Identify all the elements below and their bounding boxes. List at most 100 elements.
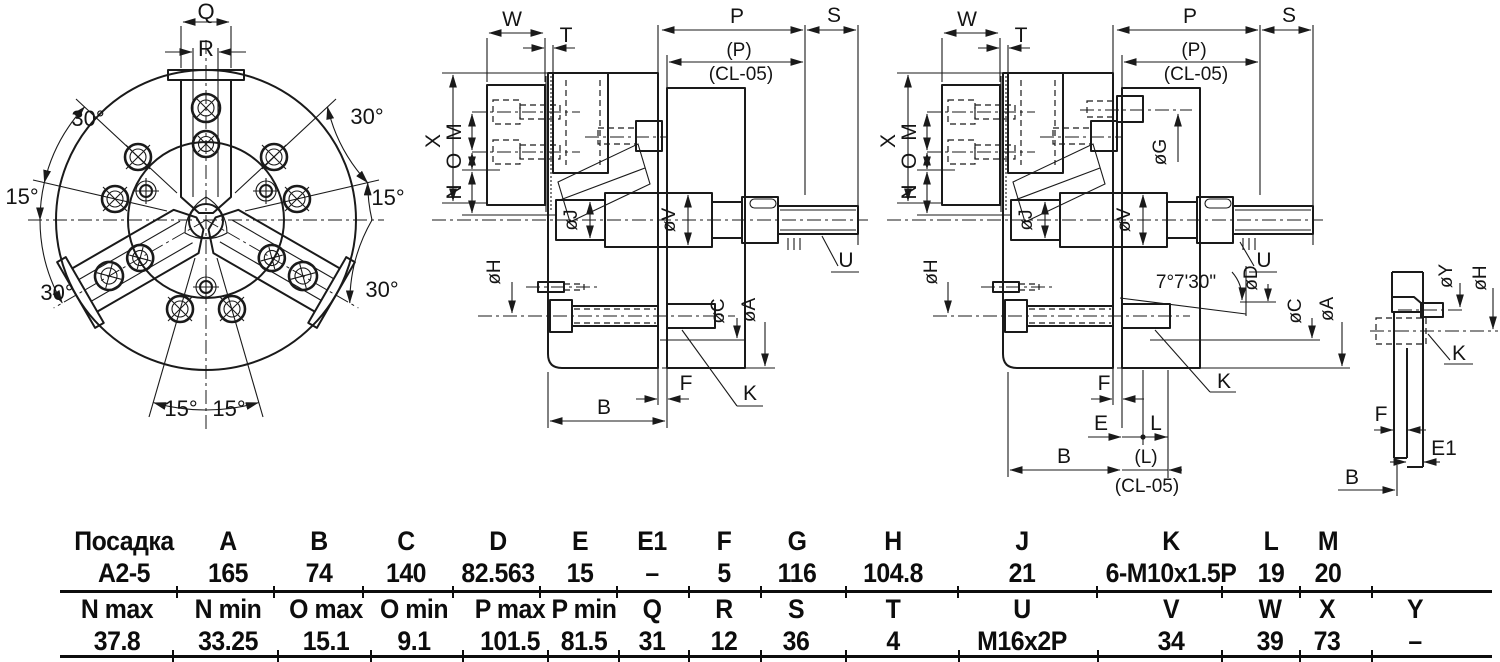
- g2-value-s: 36: [782, 626, 810, 656]
- g2-value-v: 34: [1157, 626, 1185, 656]
- dim-label-m: M: [443, 123, 466, 141]
- dim-label-b3: B: [1345, 466, 1359, 489]
- g1-value-g: 116: [777, 558, 817, 588]
- dim-label-n2: N: [898, 184, 921, 199]
- section-view-direct-mount: W T P S (P) (CL-05) X M O N øJ øV øH øC …: [422, 4, 869, 429]
- g1-header-k: K: [1162, 526, 1180, 556]
- g2-value-pmin: 81.5: [560, 626, 608, 656]
- dim-label-taper-angle: 7°7'30": [1156, 272, 1216, 293]
- dim-label-dh: øH: [484, 259, 505, 284]
- dim-label-u: U: [838, 249, 853, 272]
- front-view: Q R 30° 15° 30° 30° 15° 30° 15° 15°: [5, 0, 405, 432]
- g1-header-j: J: [1015, 526, 1029, 556]
- dim-label-dj: øJ: [561, 209, 582, 230]
- dim-label-w: W: [502, 8, 522, 31]
- dim-label-w2: W: [957, 8, 977, 31]
- g1-value-a: 165: [207, 558, 249, 588]
- g2-value-x: 73: [1313, 626, 1341, 656]
- g2-header-pmin: P min: [551, 594, 617, 624]
- dim-label-b2: B: [1057, 445, 1071, 468]
- g1-header-h: H: [884, 526, 902, 556]
- dim-label-f2: F: [1098, 372, 1111, 395]
- section-view-adapter-mount: W T P S (P) (CL-05) X M O N øJ øV øG øH …: [877, 4, 1350, 497]
- g1-value-d: 82.563: [461, 558, 535, 588]
- dim-label-e: E: [1094, 412, 1108, 435]
- angle-15-left: 15°: [5, 184, 38, 209]
- dim-label-f: F: [680, 372, 693, 395]
- g1-header-c: C: [397, 526, 415, 556]
- g1-value-k: 6-M10x1.5P: [1105, 558, 1237, 588]
- dim-label-dj2: øJ: [1016, 209, 1037, 230]
- detail-view: øY øH K F E1 B: [1338, 264, 1498, 496]
- angle-15-right: 15°: [371, 185, 404, 210]
- g2-header-omax: O max: [289, 594, 363, 624]
- dim-label-dg: øG: [1150, 139, 1171, 165]
- dim-label-dh3: øH: [1470, 265, 1491, 290]
- g1-header-d: D: [489, 526, 507, 556]
- g2-value-t: 4: [886, 626, 900, 656]
- g1-header-a: A: [219, 526, 237, 556]
- g2-header-v: V: [1162, 594, 1180, 624]
- g2-value-u: M16x2P: [977, 626, 1067, 656]
- g2-header-y: Y: [1406, 594, 1424, 624]
- g1-value-e1: –: [645, 558, 659, 588]
- dim-label-n: N: [443, 184, 466, 199]
- g2-header-x: X: [1318, 594, 1336, 624]
- dim-label-r: R: [198, 36, 214, 61]
- g2-value-pmax: 101.5: [480, 626, 540, 656]
- g2-header-w: W: [1258, 594, 1282, 624]
- dim-label-l: L: [1150, 412, 1162, 435]
- dim-label-p2: P: [1183, 5, 1197, 28]
- g1-value-l: 19: [1257, 558, 1285, 588]
- angle-30-top-right: 30°: [350, 104, 383, 129]
- dim-label-dh2: øH: [921, 259, 942, 284]
- g2-header-pmax: P max: [474, 594, 546, 624]
- g1-value-b: 74: [305, 558, 333, 588]
- g2-value-r: 12: [710, 626, 738, 656]
- dim-label-k2: K: [1217, 370, 1231, 393]
- g1-value-e: 15: [566, 558, 594, 588]
- chuck-technical-drawing: Q R 30° 15° 30° 30° 15° 30° 15° 15°: [5, 0, 1498, 497]
- dim-label-dd: øD: [1241, 265, 1262, 290]
- dim-label-u2: U: [1256, 249, 1271, 272]
- dim-label-q: Q: [197, 0, 214, 24]
- g1-header-e1: E1: [637, 526, 667, 556]
- dimension-table: Посадка A B C D E E1 F G H J K L M A2-5 …: [0, 518, 1500, 662]
- g2-value-w: 39: [1256, 626, 1284, 656]
- dim-label-s2: S: [1282, 4, 1296, 27]
- g2-value-nmin: 33.25: [198, 626, 258, 656]
- dim-label-o: O: [443, 153, 466, 169]
- g1-value-m: 20: [1314, 558, 1342, 588]
- g1-header-posadka: Посадка: [74, 526, 174, 556]
- g2-header-r: R: [715, 594, 733, 624]
- g1-value-f: 5: [717, 558, 731, 588]
- g2-value-nmax: 37.8: [93, 626, 141, 656]
- dim-label-cl05-bottom: (CL-05): [1115, 476, 1179, 497]
- g1-value-h: 104.8: [863, 558, 923, 588]
- dim-label-k: K: [743, 382, 757, 405]
- g2-header-s: S: [787, 594, 805, 624]
- angle-15-bottom-a: 15°: [164, 396, 197, 421]
- g2-value-y: –: [1408, 626, 1422, 656]
- dim-label-f3: F: [1375, 403, 1388, 426]
- dim-label-o2: O: [898, 153, 921, 169]
- dim-label-p-paren2: (P): [1181, 40, 1206, 61]
- dim-label-s: S: [827, 4, 841, 27]
- g1-value-c: 140: [385, 558, 427, 588]
- dim-label-p: P: [730, 5, 744, 28]
- dim-label-m2: M: [898, 123, 921, 141]
- dim-label-dv: øV: [659, 208, 680, 233]
- g1-header-e: E: [571, 526, 589, 556]
- dim-label-dc: øC: [708, 298, 729, 323]
- g1-header-b: B: [310, 526, 328, 556]
- g1-value-posadka: A2-5: [97, 558, 151, 588]
- g2-header-omin: O min: [379, 594, 449, 624]
- dim-label-k3: K: [1452, 342, 1466, 365]
- g1-value-j: 21: [1008, 558, 1036, 588]
- dim-label-dv2: øV: [1114, 208, 1135, 233]
- dim-label-da2: øA: [1317, 297, 1338, 322]
- g2-value-omin: 9.1: [397, 626, 431, 656]
- dim-label-cl05: (CL-05): [709, 64, 773, 85]
- g2-header-q: Q: [642, 594, 662, 624]
